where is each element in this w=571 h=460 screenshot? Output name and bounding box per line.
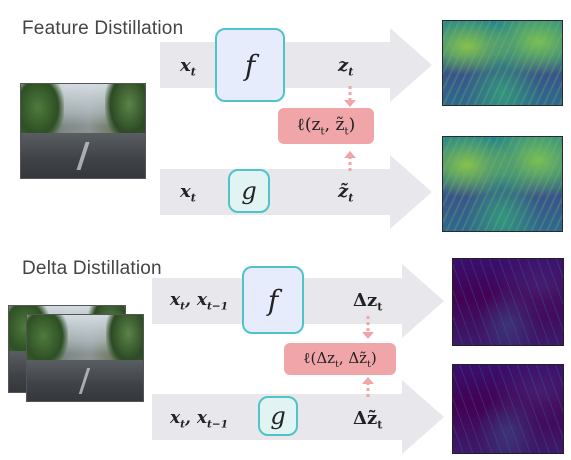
loss-link-feature: [344, 86, 356, 172]
student-feature-map: [442, 136, 563, 232]
teacher-arrow-feature: [160, 28, 432, 102]
student-arrow-feature: [160, 155, 432, 229]
loss-box-delta: ℓ(Δzt, Δz̃t): [284, 343, 396, 375]
teacher-output-label-delta: Δzt: [353, 290, 383, 314]
teacher-model-label-feature: f: [244, 48, 256, 82]
student-input-label-delta: xt, xt−1: [170, 408, 229, 431]
teacher-model-f-delta: f: [242, 266, 304, 334]
loss-label-delta: ℓ(Δzt, Δz̃t): [303, 348, 377, 370]
student-model-g-delta: g: [258, 396, 298, 436]
loss-link-delta: [362, 316, 374, 400]
student-input-label-feature: xt: [180, 181, 196, 205]
input-image-feature: [20, 83, 146, 179]
feature-section-title: Feature Distillation: [22, 18, 184, 39]
student-model-label-delta: g: [270, 402, 286, 430]
input-image-current: [26, 314, 144, 402]
delta-section-title: Delta Distillation: [22, 258, 162, 279]
teacher-output-label-feature: zt: [338, 55, 354, 79]
loss-label-feature: ℓ(zt, z̃t): [296, 114, 356, 138]
teacher-input-label-delta: xt, xt−1: [170, 290, 229, 313]
student-model-label-feature: g: [241, 177, 257, 205]
teacher-model-f-feature: f: [215, 28, 285, 102]
loss-box-feature: ℓ(zt, z̃t): [278, 108, 374, 144]
student-delta-map: [452, 364, 564, 454]
teacher-feature-map: [442, 20, 563, 106]
teacher-input-label-feature: xt: [180, 55, 196, 79]
student-output-label-delta: Δz̃t: [353, 408, 383, 432]
student-arrow-delta: [152, 380, 444, 454]
student-output-label-feature: z̃t: [338, 181, 354, 205]
teacher-delta-map: [452, 258, 564, 346]
teacher-model-label-delta: f: [267, 283, 279, 317]
student-model-g-feature: g: [228, 169, 270, 213]
